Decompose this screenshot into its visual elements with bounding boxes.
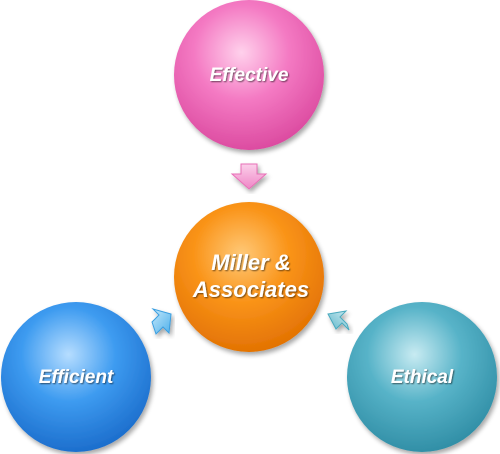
node-ethical-circle xyxy=(347,302,497,452)
node-efficient-circle xyxy=(1,302,151,452)
arrow-right-to-center xyxy=(327,310,350,331)
arrow-top-to-center xyxy=(230,163,268,190)
node-effective-label: Effective xyxy=(210,65,289,86)
node-miller-associates-label-line2: Associates xyxy=(192,277,309,302)
node-miller-associates-circle xyxy=(174,202,324,352)
node-miller-associates-label-line1: Miller & xyxy=(211,250,290,275)
node-effective-circle xyxy=(174,0,324,150)
node-efficient-label: Efficient xyxy=(39,367,114,388)
node-effective: Effective xyxy=(174,0,324,150)
node-ethical: Ethical xyxy=(347,302,497,452)
node-ethical-label: Ethical xyxy=(391,367,454,388)
node-miller-associates: Miller & Associates xyxy=(174,202,324,352)
arrow-left-to-center xyxy=(151,308,172,335)
node-efficient: Efficient xyxy=(1,302,151,452)
